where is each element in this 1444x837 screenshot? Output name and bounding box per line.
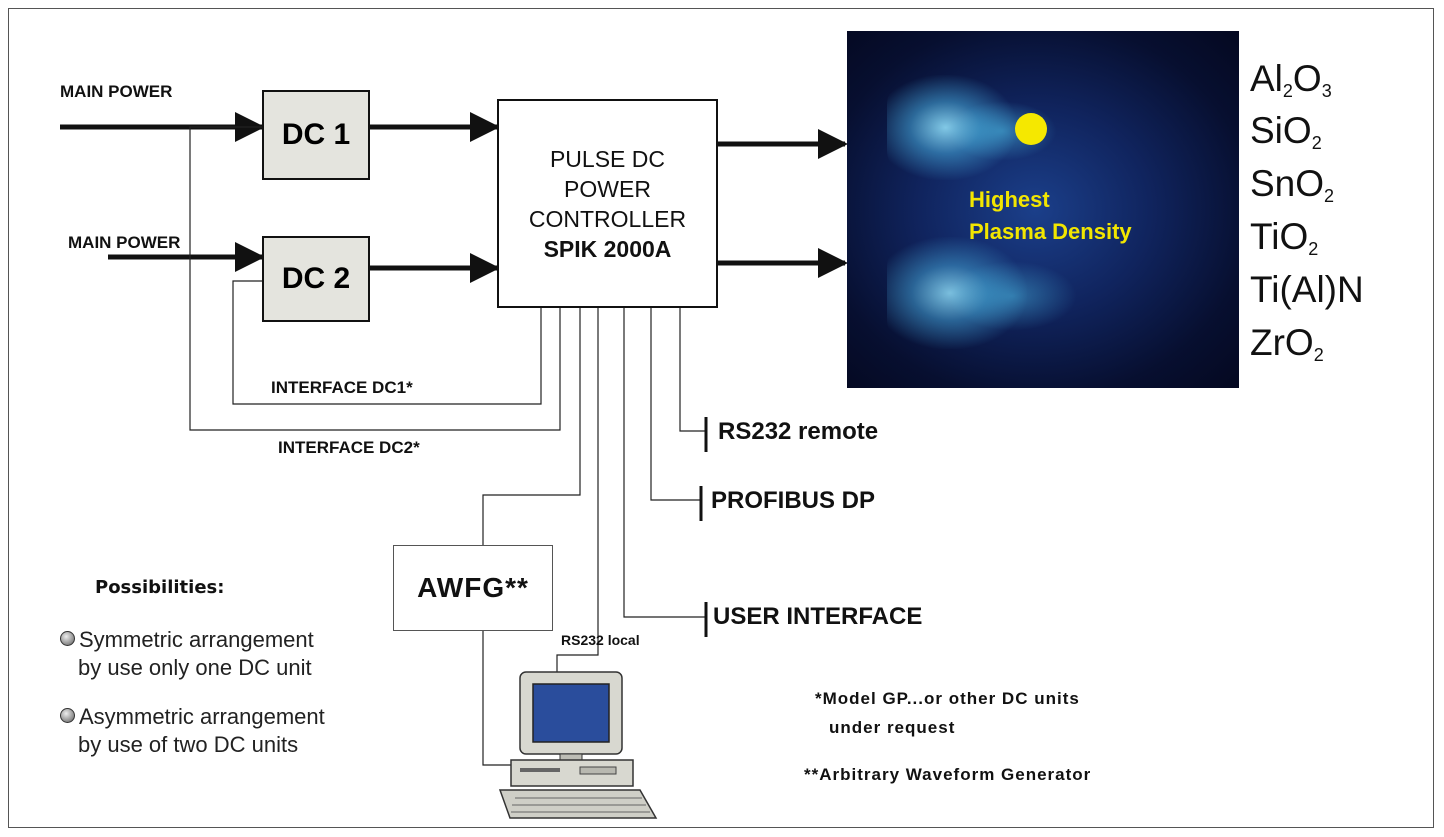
material-formula: SnO2 (1250, 163, 1335, 206)
possibility-asymmetric: Asymmetric arrangement by use of two DC … (60, 703, 325, 759)
main-power-1-label: MAIN POWER (60, 82, 173, 101)
profibus-dp-label: PROFIBUS DP (711, 487, 876, 514)
awfg-computer-line (482, 631, 520, 766)
interface-dc2-line (189, 126, 561, 431)
plasma-label-line-2: Plasma Density (969, 219, 1132, 244)
possibility-2-line-2: by use of two DC units (78, 732, 299, 757)
controller-line-3: CONTROLLER (528, 205, 687, 232)
controller-line-2: POWER (564, 175, 651, 202)
profibus-line (650, 308, 700, 501)
lower-glow (887, 237, 1027, 349)
material-formula: Al2O3 (1250, 58, 1332, 101)
rs232-remote-line (679, 308, 705, 432)
interface-dc1-label: INTERFACE DC1* (271, 378, 413, 397)
bullet-icon (60, 631, 75, 646)
interface-dc1-line (232, 280, 542, 405)
plasma-photo: Highest Plasma Density (847, 31, 1239, 388)
rs232-local-label: RS232 local (561, 632, 640, 648)
plasma-label-line-1: Highest (969, 187, 1050, 212)
possibility-1-line-2: by use only one DC unit (78, 655, 312, 680)
controller-model: SPIK 2000A (543, 235, 672, 262)
user-interface-label: USER INTERFACE (713, 603, 923, 630)
rs232-remote-label: RS232 remote (718, 418, 879, 445)
highest-density-dot (1015, 113, 1047, 145)
dc1-unit: DC 1 (262, 90, 370, 180)
rs232-local-line (556, 308, 599, 688)
note-model-line-2: under request (829, 718, 956, 737)
possibilities-title: Possibilities: (95, 577, 225, 598)
material-formula: SiO2 (1250, 110, 1322, 153)
material-formula: Ti(Al)N (1250, 269, 1364, 310)
possibility-2-line-1: Asymmetric arrangement (79, 704, 325, 729)
bullet-icon (60, 708, 75, 723)
pulse-dc-controller: PULSE DC POWER CONTROLLER SPIK 2000A (497, 99, 718, 308)
material-formula: TiO2 (1250, 216, 1319, 259)
main-power-2-label: MAIN POWER (68, 233, 181, 252)
note-awfg: **Arbitrary Waveform Generator (804, 765, 1092, 784)
highest-density-label: Highest Plasma Density (969, 184, 1132, 248)
computer-icon (498, 671, 658, 819)
note-model-line-1: *Model GP...or other DC units (815, 689, 1080, 708)
interface-dc2-label: INTERFACE DC2* (278, 438, 420, 457)
possibility-1-line-1: Symmetric arrangement (79, 627, 314, 652)
awfg-unit: AWFG** (393, 545, 553, 631)
possibility-symmetric: Symmetric arrangement by use only one DC… (60, 626, 314, 682)
dc2-unit: DC 2 (262, 236, 370, 322)
diagram-frame (8, 8, 1434, 828)
user-interface-line (623, 308, 705, 618)
awfg-link-line (482, 308, 581, 545)
material-formula: ZrO2 (1250, 322, 1324, 365)
controller-line-1: PULSE DC (549, 145, 666, 172)
